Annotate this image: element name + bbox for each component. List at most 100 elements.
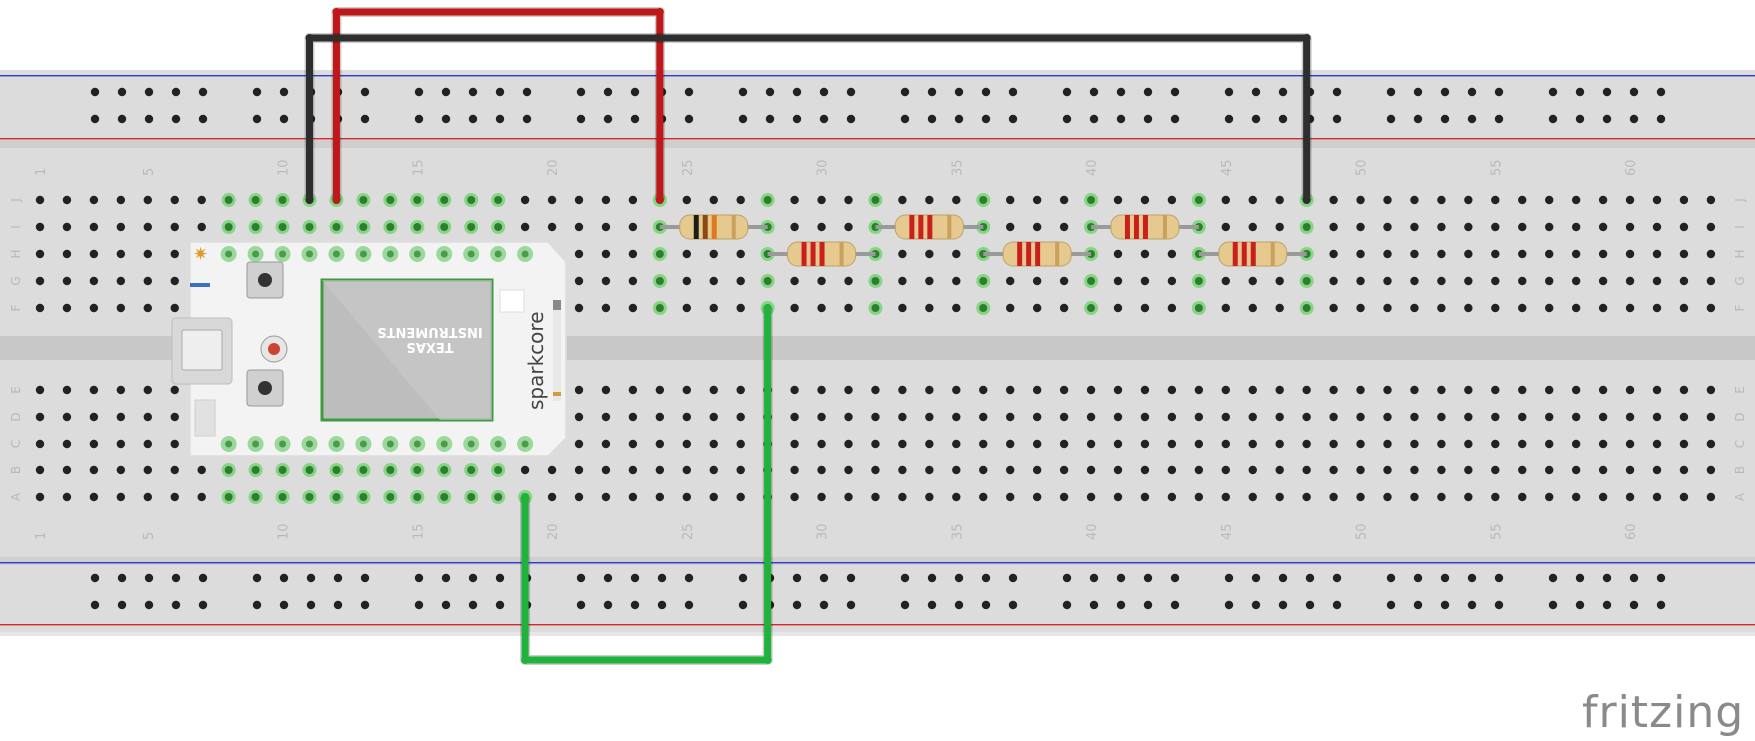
rail-hole [765, 87, 775, 97]
column-number: 20 [546, 523, 561, 540]
rail-hole [630, 573, 640, 583]
rail-hole [1170, 87, 1180, 97]
resistor-band [819, 242, 825, 266]
rail-hole [252, 114, 262, 124]
active-hole [224, 196, 233, 204]
breadboard-hole [35, 249, 45, 259]
resistor-band-tolerance [839, 242, 844, 266]
active-hole [359, 223, 368, 231]
breadboard-hole [1275, 465, 1284, 475]
active-hole [251, 466, 260, 474]
rail-hole [1656, 573, 1666, 583]
breadboard-hole [1410, 276, 1419, 286]
breadboard-hole [1006, 385, 1015, 395]
active-hole [332, 223, 341, 231]
breadboard-hole [1679, 303, 1689, 313]
rail-hole [441, 114, 451, 124]
breadboard-hole [62, 276, 72, 286]
row-letter: H [1733, 249, 1747, 258]
active-hole [1087, 304, 1096, 312]
breadboard-hole [1248, 385, 1257, 395]
breadboard-hole [628, 385, 638, 395]
rail-hole [1494, 114, 1504, 124]
breadboard-hole [952, 412, 961, 422]
breadboard-hole [790, 195, 799, 205]
breadboard-hole [736, 439, 745, 449]
rail-hole [603, 600, 613, 610]
row-letter: A [1733, 492, 1747, 501]
breadboard-hole [898, 385, 907, 395]
rail-hole [1251, 573, 1261, 583]
breadboard-hole [1356, 385, 1365, 395]
breadboard-hole [898, 195, 907, 205]
breadboard-hole [35, 492, 45, 502]
breadboard-hole [547, 222, 557, 232]
breadboard-hole [844, 276, 853, 286]
breadboard-hole [790, 412, 799, 422]
rail-hole [360, 600, 370, 610]
rail-hole [1332, 87, 1342, 97]
rail-hole [90, 573, 100, 583]
breadboard-hole [898, 303, 907, 313]
breadboard-hole [1167, 439, 1177, 449]
rail-hole [1278, 573, 1288, 583]
rail-hole [360, 573, 370, 583]
breadboard-hole [143, 412, 152, 422]
breadboard-hole [925, 303, 934, 313]
breadboard-hole [1571, 412, 1581, 422]
breadboard-hole [655, 492, 665, 502]
column-number: 50 [1355, 523, 1370, 540]
rail-hole [1602, 114, 1612, 124]
breadboard-hole [1679, 492, 1689, 502]
red-wire-joint [655, 8, 664, 16]
active-hole [1194, 196, 1203, 204]
breadboard-hole [116, 492, 126, 502]
breadboard-hole [1437, 492, 1446, 502]
red-wire-joint [332, 196, 341, 204]
breadboard-hole [1032, 195, 1042, 205]
breadboard-hole [1545, 492, 1554, 502]
breadboard-hole [736, 195, 745, 205]
rail-hole [630, 87, 640, 97]
header-pin [252, 440, 260, 448]
rail-hole [333, 573, 343, 583]
rail-hole [1575, 600, 1585, 610]
breadboard-hole [1437, 249, 1446, 259]
breadboard-hole [1140, 465, 1150, 475]
breadboard-hole [709, 276, 718, 286]
breadboard-hole [1518, 385, 1527, 395]
breadboard-hole [574, 412, 584, 422]
header-pin [225, 440, 233, 448]
breadboard-hole [1140, 412, 1150, 422]
rail-hole [1332, 114, 1342, 124]
resistor-band [1241, 242, 1247, 266]
breadboard-hole [1625, 249, 1635, 259]
active-hole [251, 196, 260, 204]
breadboard-hole [925, 195, 934, 205]
rail-hole [117, 600, 127, 610]
rail-hole [576, 600, 586, 610]
breadboard-hole [1329, 195, 1338, 205]
breadboard-hole [736, 465, 745, 475]
breadboard-hole [790, 222, 799, 232]
breadboard-hole [197, 465, 206, 475]
breadboard-hole [709, 412, 718, 422]
red-wire-joint [655, 196, 664, 204]
breadboard-hole [1221, 439, 1231, 449]
breadboard-hole [89, 492, 99, 502]
column-number: 45 [1220, 159, 1235, 176]
rail-hole [1224, 600, 1234, 610]
breadboard-hole [1518, 276, 1527, 286]
rail-hole [306, 573, 316, 583]
breadboard-hole [62, 439, 72, 449]
column-number: 35 [950, 159, 965, 176]
rail-hole [603, 87, 613, 97]
breadboard-hole [1518, 249, 1527, 259]
breadboard-hole [844, 195, 853, 205]
breadboard-hole [844, 222, 853, 232]
column-number: 25 [681, 159, 696, 176]
header-pin [467, 440, 475, 448]
breadboard-hole [1410, 249, 1419, 259]
breadboard-hole [89, 195, 99, 205]
breadboard-hole [1625, 492, 1635, 502]
